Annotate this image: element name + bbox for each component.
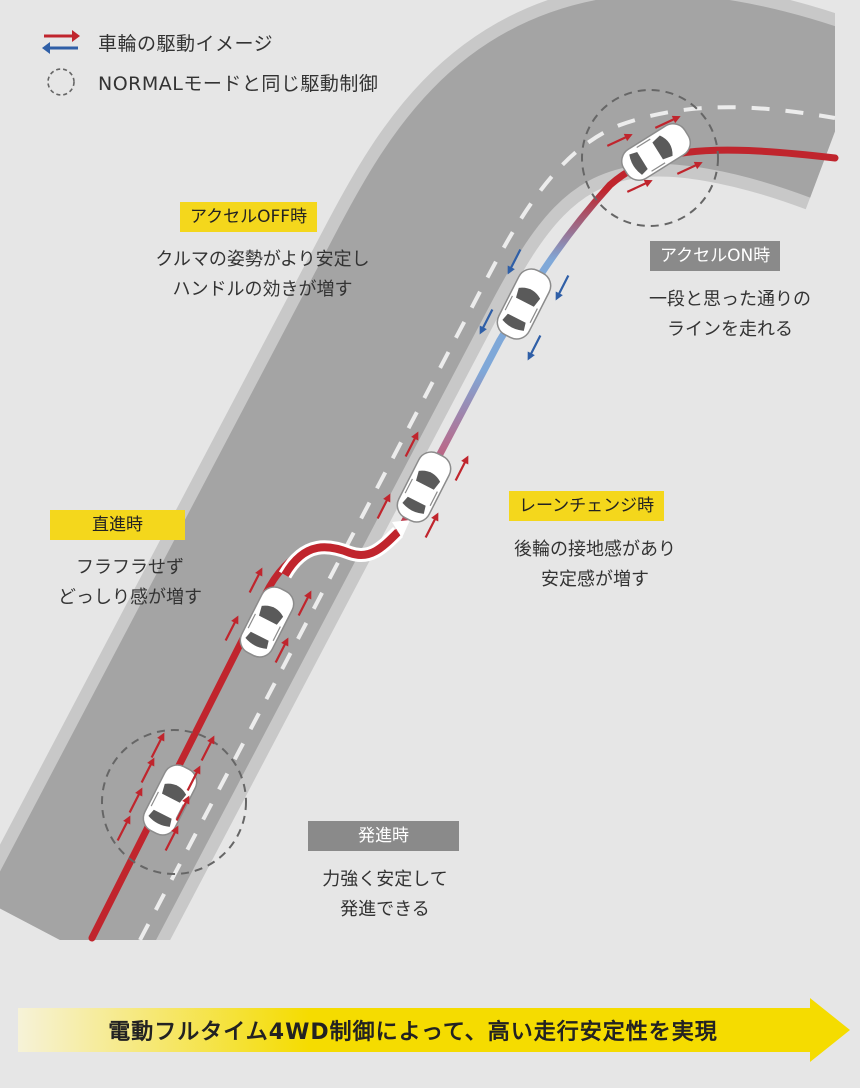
road — [0, 0, 860, 980]
drive-arrows-icon — [42, 30, 80, 54]
desc-start: 力強く安定して 発進できる — [322, 869, 448, 920]
banner-arrow — [18, 998, 850, 1062]
banner: 電動フルタイム4WD制御によって、高い走行安定性を実現 — [18, 1000, 850, 1060]
tag-lane-change: レーンチェンジ時 — [509, 491, 665, 521]
legend: 車輪の駆動イメージ NORMALモードと同じ駆動制御 — [40, 22, 378, 102]
tag-accel-off: アクセルOFF時 — [180, 202, 318, 232]
legend-drive-image: 車輪の駆動イメージ — [40, 22, 378, 62]
tag-start: 発進時 — [308, 821, 459, 851]
desc-lane-change: 後輪の接地感があり 安定感が増す — [514, 539, 676, 590]
normal-control-circle-start — [101, 729, 247, 875]
tag-accel-on: アクセルON時 — [650, 241, 781, 271]
normal-control-circle-accel-on — [581, 89, 719, 227]
tag-straight: 直進時 — [50, 510, 185, 540]
desc-straight: フラフラせず どっしり感が増す — [58, 557, 202, 608]
lane-divider — [138, 105, 836, 941]
legend-normal-control-label: NORMALモードと同じ駆動制御 — [98, 72, 379, 95]
desc-accel-off: クルマの姿勢がより安定し ハンドルの効きが増す — [155, 249, 370, 300]
legend-normal-control: NORMALモードと同じ駆動制御 — [40, 62, 378, 102]
legend-drive-image-label: 車輪の駆動イメージ — [98, 32, 274, 55]
desc-accel-on: 一段と思った通りの ラインを走れる — [649, 289, 811, 340]
dashed-circle-icon — [47, 68, 75, 96]
banner-text: 電動フルタイム4WD制御によって、高い走行安定性を実現 — [108, 1020, 718, 1045]
